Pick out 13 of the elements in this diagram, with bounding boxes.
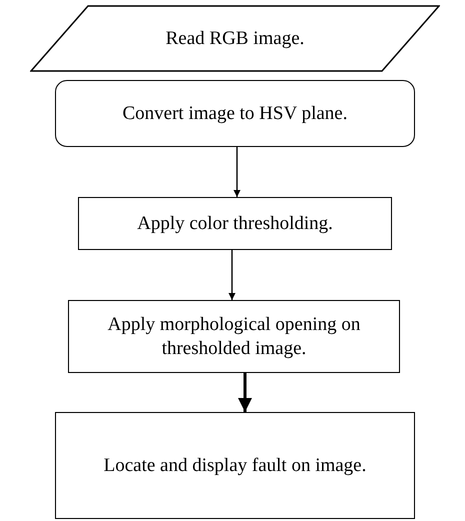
arrow bbox=[228, 250, 236, 300]
process-box bbox=[55, 412, 415, 519]
step-text: Locate and display fault on image. bbox=[102, 454, 368, 478]
arrow bbox=[238, 373, 252, 412]
arrow bbox=[234, 147, 240, 197]
step-text: Read RGB image. bbox=[164, 26, 306, 50]
process-box bbox=[55, 80, 415, 147]
step-text: Convert image to HSV plane. bbox=[122, 102, 348, 126]
step-text: Apply morphological opening on thresholded image. bbox=[106, 312, 362, 360]
process-box bbox=[68, 300, 400, 373]
input-parallelogram bbox=[30, 5, 440, 72]
step-text: Apply color thresholding. bbox=[136, 212, 334, 236]
process-box bbox=[78, 197, 392, 250]
